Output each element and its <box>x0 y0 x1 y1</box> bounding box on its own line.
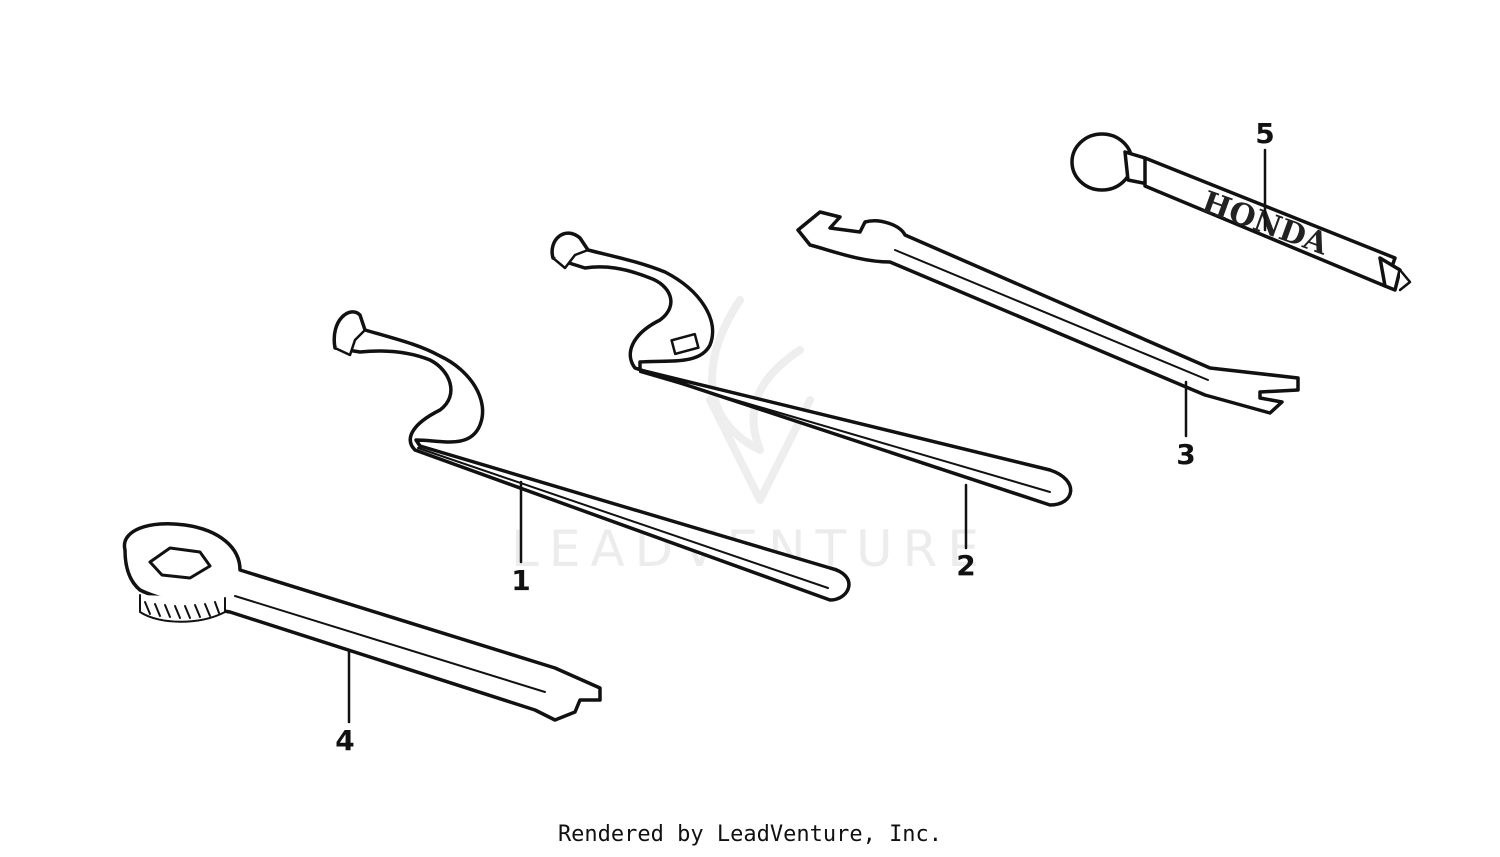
leader-lines <box>347 148 1267 724</box>
callout-3: 3 <box>1176 438 1195 471</box>
screwdriver[interactable]: HONDA <box>1070 132 1412 292</box>
open-end-wrench[interactable] <box>796 210 1300 415</box>
box-wrench[interactable] <box>122 522 602 722</box>
callout-2: 2 <box>956 549 975 582</box>
hook-spanner-wrench-1[interactable] <box>332 310 851 602</box>
callout-1: 1 <box>511 564 530 597</box>
footer-credit: Rendered by LeadVenture, Inc. <box>557 822 943 847</box>
callout-5: 5 <box>1255 117 1274 150</box>
hook-spanner-wrench-2[interactable] <box>550 231 1073 507</box>
callout-4: 4 <box>335 724 354 757</box>
ratchet-gear <box>139 594 226 623</box>
watermark-logo <box>706 296 814 504</box>
